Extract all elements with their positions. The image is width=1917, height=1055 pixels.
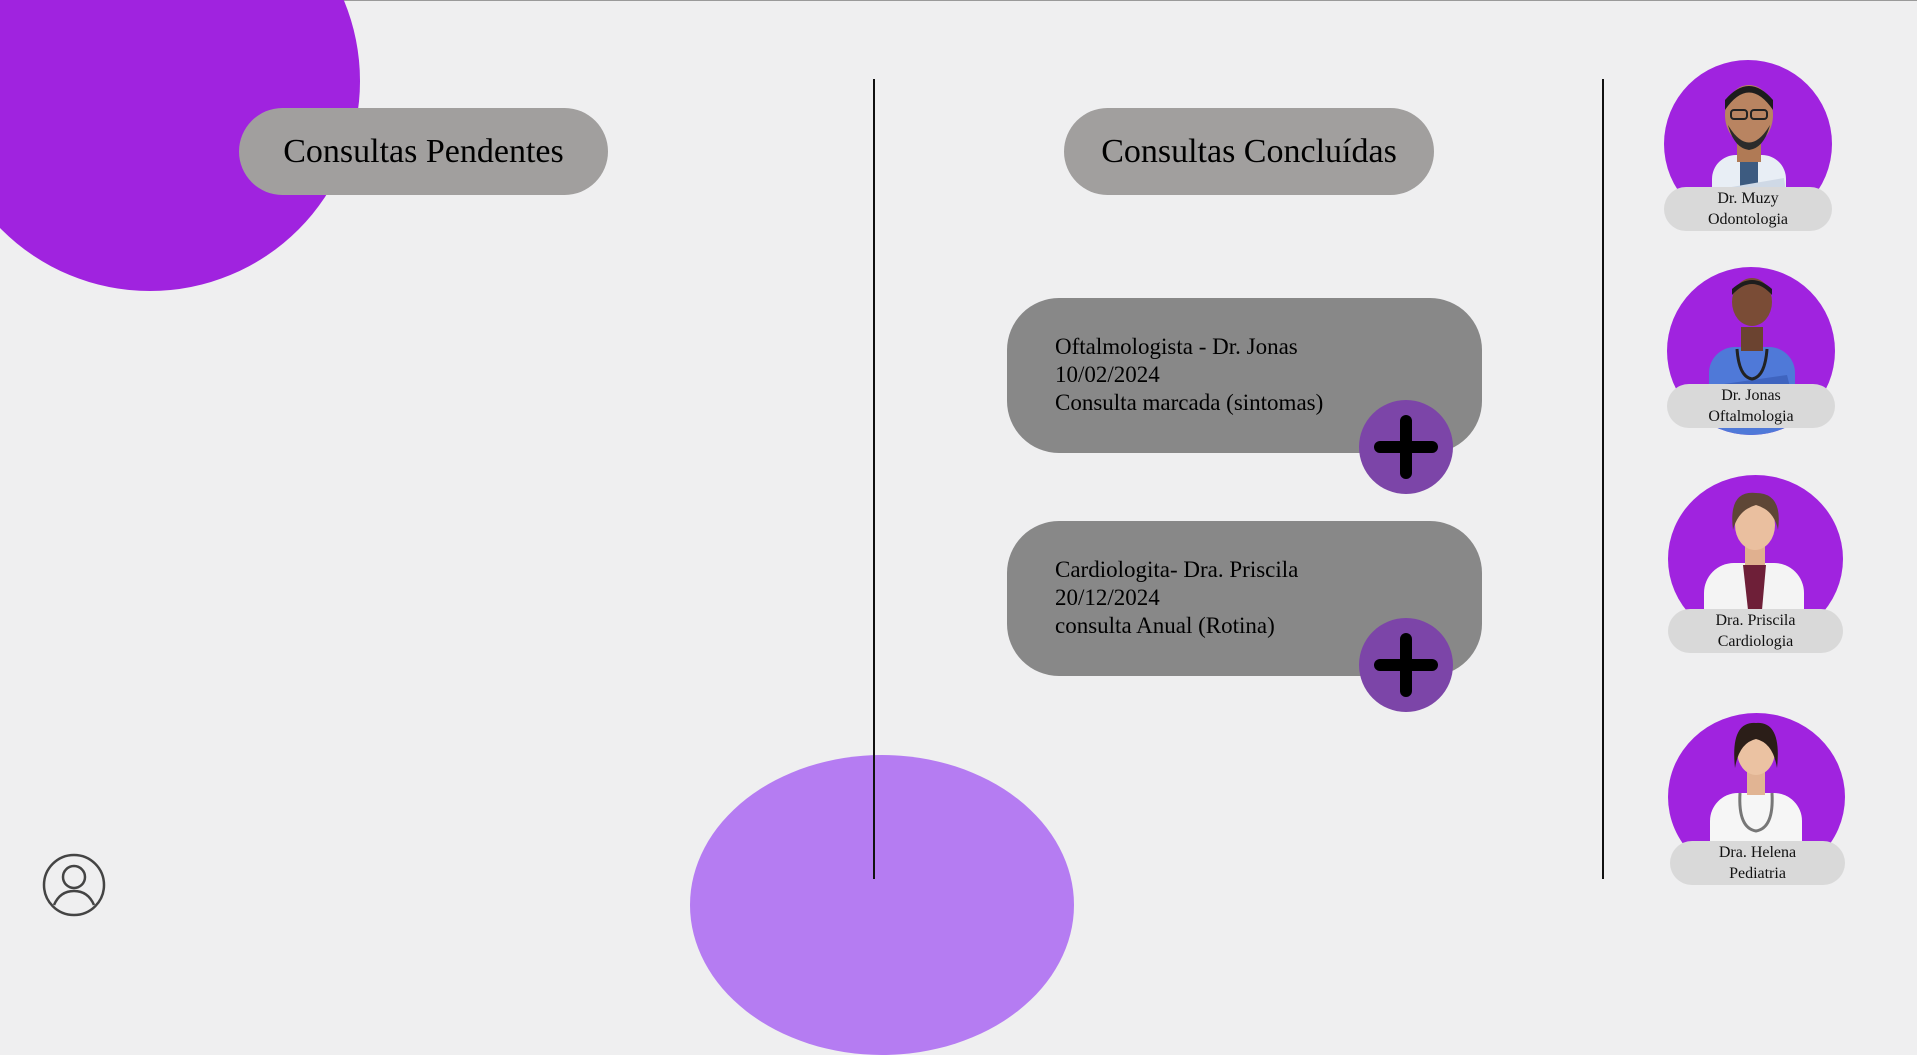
doctor-label: Dr. Jonas Oftalmologia xyxy=(1667,384,1835,428)
appointment-description: consulta Anual (Rotina) xyxy=(1055,613,1275,638)
appointment-description: Consulta marcada (sintomas) xyxy=(1055,390,1324,415)
doctor-name: Dr. Jonas xyxy=(1721,387,1781,404)
doctor-specialty: Cardiologia xyxy=(1717,633,1794,650)
doctor-name: Dr. Muzy xyxy=(1717,190,1779,207)
doctor-name: Dra. Helena xyxy=(1718,844,1797,861)
column-divider-left xyxy=(873,79,875,879)
doctor-specialty: Oftalmologia xyxy=(1708,408,1794,425)
appointment-card[interactable]: Oftalmologista - Dr. Jonas 10/02/2024 Co… xyxy=(1007,298,1482,453)
doctor-label: Dra. Helena Pediatria xyxy=(1670,841,1845,885)
doctor-label: Dra. Priscila Cardiologia xyxy=(1668,609,1843,653)
decorative-blob-bottom xyxy=(690,755,1074,1055)
doctor-specialty: Odontologia xyxy=(1708,211,1788,228)
column-divider-right xyxy=(1602,79,1604,879)
pending-appointments-title: Consultas Pendentes xyxy=(239,108,608,195)
appointment-specialty-doctor: Oftalmologista - Dr. Jonas xyxy=(1055,334,1298,359)
doctor-name: Dra. Priscila xyxy=(1715,612,1796,629)
appointment-specialty-doctor: Cardiologita- Dra. Priscila xyxy=(1055,557,1299,582)
appointment-details-button[interactable] xyxy=(1359,400,1453,494)
user-profile-icon[interactable] xyxy=(42,853,106,917)
appointment-date: 20/12/2024 xyxy=(1055,585,1160,610)
completed-appointments-title: Consultas Concluídas xyxy=(1064,108,1434,195)
appointment-details-button[interactable] xyxy=(1359,618,1453,712)
doctor-label: Dr. Muzy Odontologia xyxy=(1664,187,1832,231)
appointment-date: 10/02/2024 xyxy=(1055,362,1160,387)
doctor-specialty: Pediatria xyxy=(1729,865,1786,882)
